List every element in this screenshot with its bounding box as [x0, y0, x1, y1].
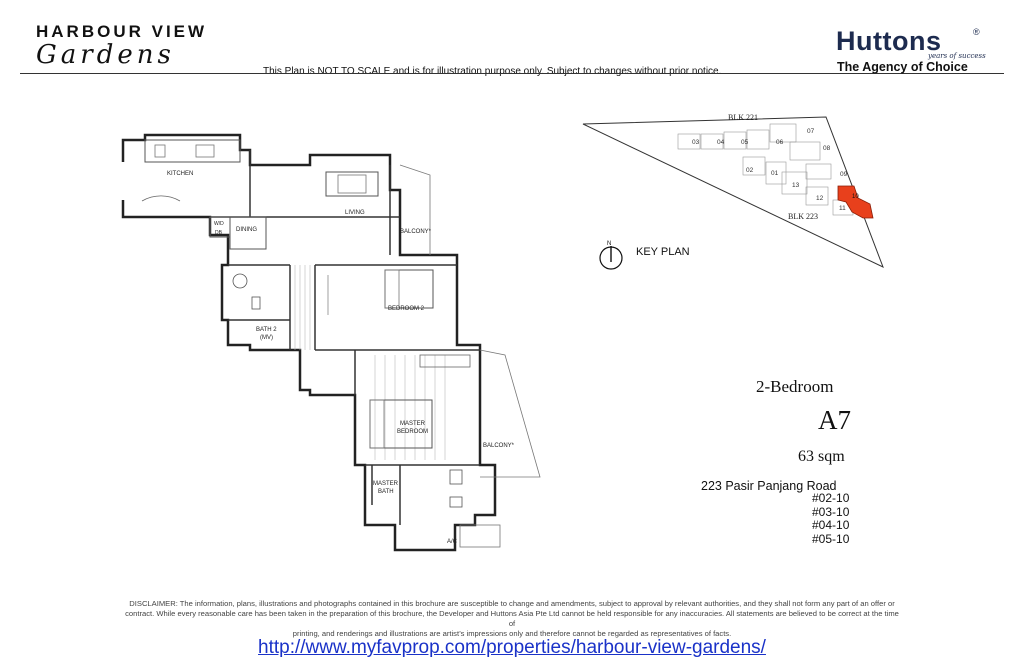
disclaimer-line: printing, and renderings and illustratio… — [292, 629, 732, 638]
key-unit-08: 08 — [823, 145, 831, 152]
disclaimer-line: DISCLAIMER: The information, plans, illu… — [129, 599, 895, 608]
key-unit-06: 06 — [776, 139, 784, 146]
room-label-master-bath-2: BATH — [378, 489, 394, 495]
brand-wordmark-script: Gardens — [36, 40, 175, 70]
key-plan-highlight-unit — [837, 185, 874, 219]
brand-wordmark-top: HARBOUR VIEW — [36, 22, 208, 41]
key-unit-04: 04 — [717, 139, 725, 146]
room-label-dining: DINING — [236, 227, 257, 233]
scale-disclaimer-note: This Plan is NOT TO SCALE and is for ill… — [263, 66, 722, 77]
key-plan-drawing: BLK 221 BLK 223 03 04 05 06 07 08 02 01 … — [582, 113, 884, 268]
block-label-223: BLK 223 — [788, 212, 818, 221]
key-unit-05: 05 — [741, 139, 749, 146]
disclaimer-line: of — [508, 619, 516, 628]
room-label-bedroom2: BEDROOM 2 — [388, 306, 425, 312]
agency-tagline: The Agency of Choice — [837, 60, 968, 74]
header-divider — [20, 73, 1004, 74]
agency-logo: Huttons — [836, 26, 942, 56]
registered-mark: ® — [973, 27, 980, 37]
disclaimer-text: DISCLAIMER: The information, plans, illu… — [20, 599, 1004, 639]
key-unit-02: 02 — [746, 167, 754, 174]
room-label-living: LIVING — [345, 210, 365, 216]
room-label-db: DB — [215, 230, 223, 236]
key-unit-03: 03 — [692, 139, 700, 146]
property-url-link[interactable]: http://www.myfavprop.com/properties/harb… — [258, 637, 766, 658]
key-unit-12: 12 — [816, 195, 824, 202]
unit-number: #05-10 — [812, 531, 850, 546]
key-unit-10: 10 — [852, 194, 859, 200]
key-unit-11: 11 — [839, 205, 846, 212]
room-label-bath2-mv: (MV) — [260, 335, 273, 341]
agency-years-tagline: years of success — [928, 52, 986, 60]
room-label-kitchen: KITCHEN — [167, 171, 193, 177]
room-label-master-bath: MASTER — [373, 481, 399, 487]
room-label-master: MASTER — [400, 421, 426, 427]
unit-number: #04-10 — [812, 518, 850, 532]
unit-address: 223 Pasir Panjang Road — [701, 479, 837, 493]
key-plan-label: KEY PLAN — [636, 246, 690, 258]
unit-number: #02-10 — [812, 491, 850, 505]
north-compass-icon: N — [599, 241, 623, 270]
north-letter: N — [607, 241, 611, 247]
key-unit-09: 09 — [840, 171, 848, 178]
disclaimer-line: contract. While every reasonable care ha… — [125, 609, 899, 618]
room-label-master-bedroom: BEDROOM — [397, 429, 428, 435]
room-label-wd: W/D — [214, 221, 224, 227]
room-label-balcony-bottom: BALCONY* — [483, 443, 515, 449]
room-label-ac: A/C — [447, 539, 458, 545]
key-unit-01: 01 — [771, 170, 779, 177]
block-label-221: BLK 221 — [728, 113, 758, 122]
unit-number-list: #02-10 #03-10 #04-10 #05-10 — [812, 491, 850, 546]
room-label-balcony-top: BALCONY* — [400, 229, 432, 235]
unit-code: A7 — [818, 405, 851, 435]
unit-number: #03-10 — [812, 504, 850, 519]
key-unit-07: 07 — [807, 128, 815, 135]
unit-type: 2-Bedroom — [756, 377, 834, 396]
room-label-bath2: BATH 2 — [256, 327, 277, 333]
unit-area: 63 sqm — [798, 448, 845, 465]
key-unit-13: 13 — [792, 182, 800, 189]
floor-plan-drawing: KITCHEN LIVING DINING W/D DB BALCONY* BE… — [121, 133, 541, 552]
